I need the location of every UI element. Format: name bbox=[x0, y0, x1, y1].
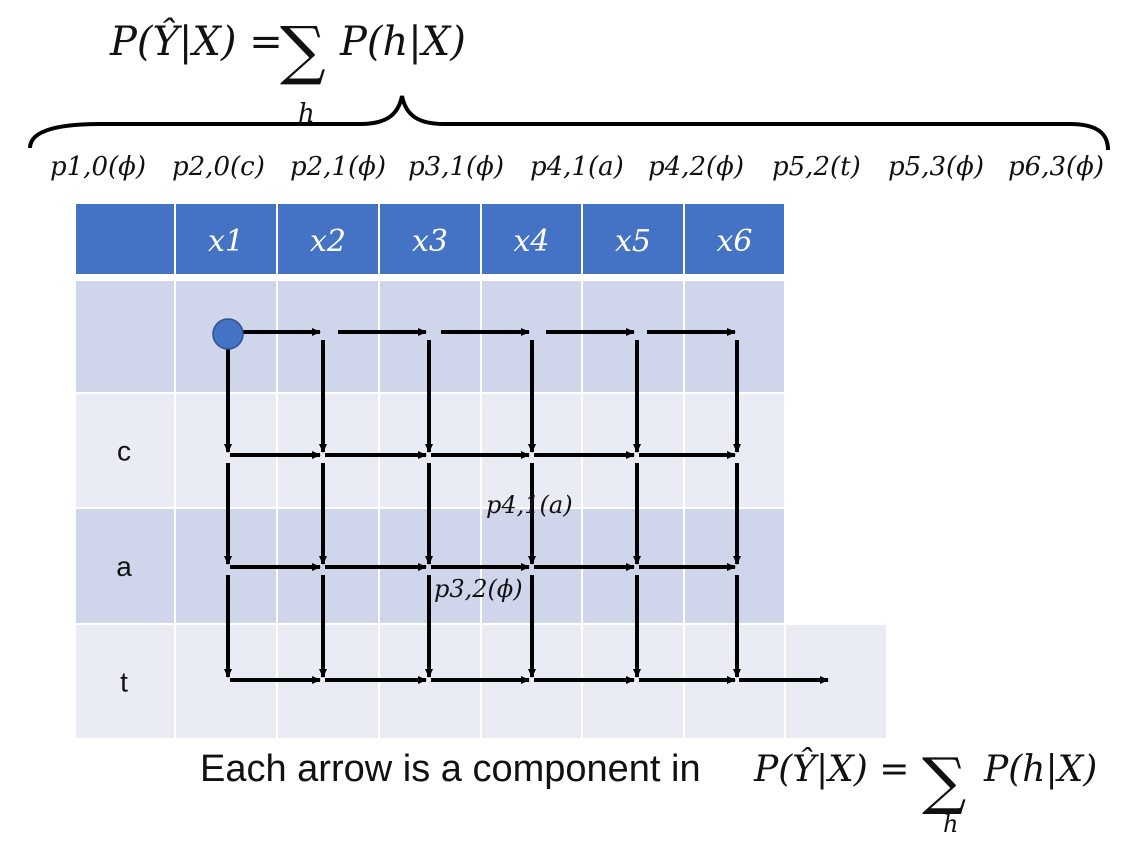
header-cell bbox=[581, 202, 685, 276]
start-node bbox=[212, 318, 244, 350]
annotation-p32: p3,2(ϕ) bbox=[434, 575, 523, 603]
column-header: x4 bbox=[513, 224, 549, 259]
top-formula-lhs: P(Ŷ|X) = bbox=[109, 18, 283, 65]
alignment-table: x1 x2 x3 x4 x5 x6 c a t bbox=[74, 202, 888, 740]
lattice-arrows bbox=[224, 328, 829, 684]
path-terms: p1,0(ϕ) p2,0(c) p2,1(ϕ) p3,1(ϕ) p4,1(a) p4,2(… bbox=[50, 152, 1104, 182]
annotation-horizontal: p4,1(a) bbox=[486, 491, 573, 519]
column-header: x6 bbox=[716, 224, 752, 259]
annotation-p41: p4,1(a) bbox=[486, 491, 573, 519]
table-cell bbox=[74, 279, 176, 394]
top-formula-sum-sub: h bbox=[298, 99, 315, 129]
table-cell bbox=[276, 392, 380, 509]
curly-brace bbox=[28, 95, 1110, 151]
top-formula-rhs: P(h|X) bbox=[339, 19, 466, 65]
table-cell bbox=[683, 279, 786, 394]
table-cell bbox=[276, 279, 380, 394]
header-cell bbox=[276, 202, 380, 276]
top-formula-sum: ∑ bbox=[280, 14, 326, 88]
annotation-vertical: p3,2(ϕ) bbox=[434, 575, 523, 603]
caption-lhs: P(Ŷ|X) = bbox=[753, 748, 909, 790]
path-term: p3,1(ϕ) bbox=[408, 152, 504, 182]
column-header: x1 bbox=[208, 224, 244, 259]
path-term: p4,1(a) bbox=[530, 152, 624, 182]
path-term: p5,2(t) bbox=[772, 152, 861, 182]
row-label: a bbox=[116, 551, 132, 582]
header-cell bbox=[74, 202, 176, 276]
path-term: p2,0(c) bbox=[172, 152, 265, 182]
path-term: p2,1(ϕ) bbox=[290, 152, 386, 182]
row-label: c bbox=[117, 436, 131, 467]
caption-text: Each arrow is a component in bbox=[200, 748, 701, 790]
caption-sum-sub: h bbox=[943, 810, 958, 838]
row-label: t bbox=[120, 667, 128, 698]
table-cell bbox=[581, 279, 685, 394]
caption-rhs: P(h|X) bbox=[983, 749, 1097, 790]
table-cell bbox=[74, 507, 176, 625]
table-cell bbox=[581, 392, 685, 509]
path-term: p4,2(ϕ) bbox=[648, 152, 744, 182]
table-cell bbox=[683, 392, 786, 509]
path-term: p1,0(ϕ) bbox=[50, 152, 146, 182]
caption-sum: ∑ bbox=[922, 744, 966, 817]
path-term: p6,3(ϕ) bbox=[1008, 152, 1104, 182]
column-header: x3 bbox=[412, 224, 448, 259]
caption: Each arrow is a component in P(Ŷ|X) = ∑ … bbox=[200, 744, 1097, 838]
column-header: x2 bbox=[310, 224, 346, 259]
path-term: p5,3(ϕ) bbox=[888, 152, 984, 182]
top-formula: P(Ŷ|X) = ∑ h P(h|X) bbox=[109, 14, 466, 129]
column-header: x5 bbox=[615, 224, 651, 259]
header-cell bbox=[683, 202, 786, 276]
